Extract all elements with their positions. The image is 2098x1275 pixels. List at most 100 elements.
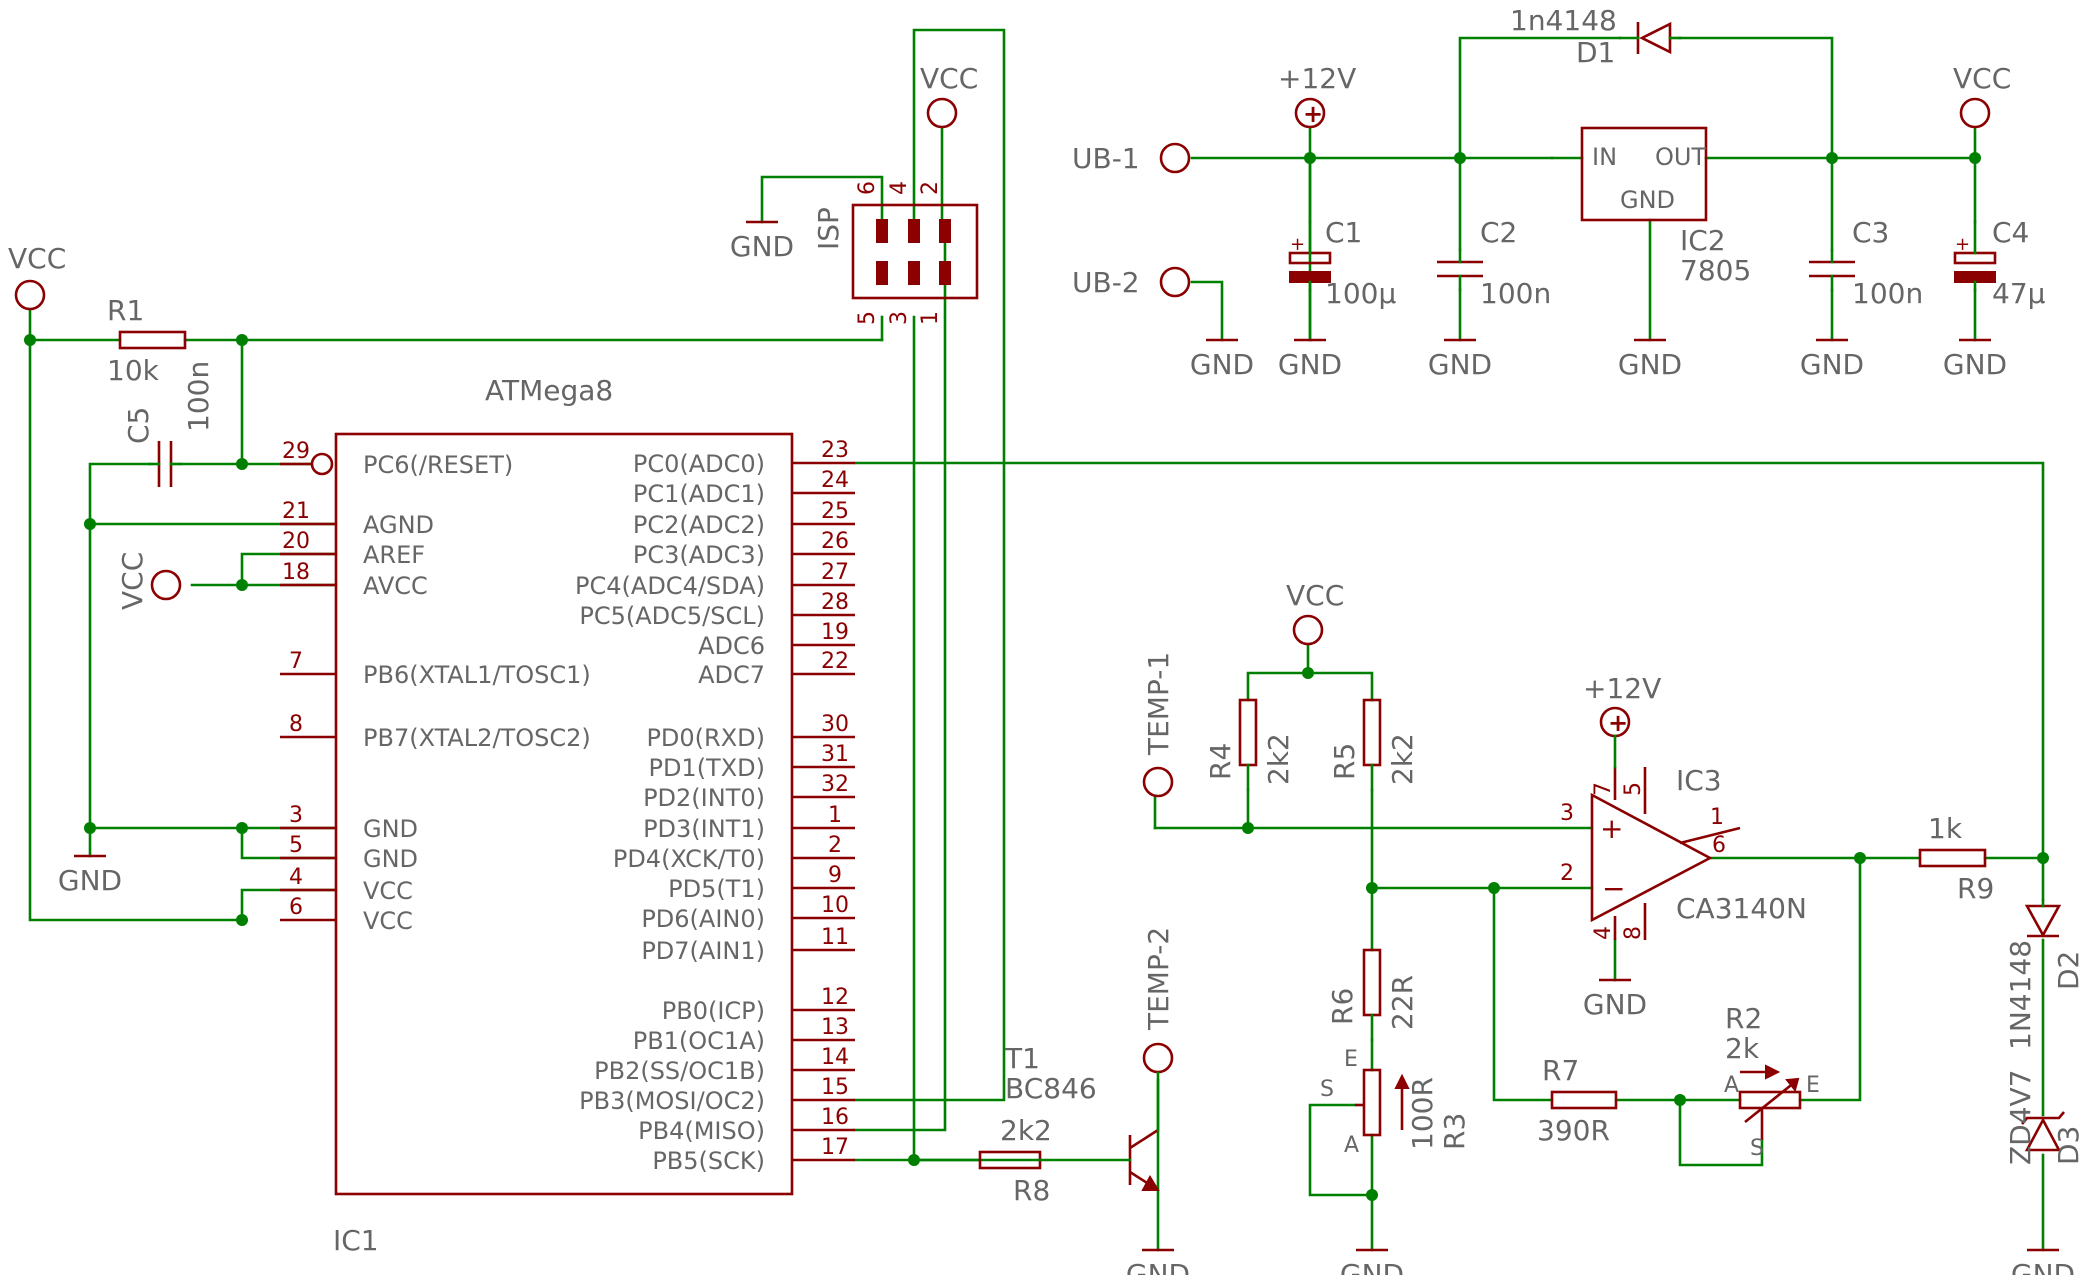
ic3-pin-2: 2 bbox=[1560, 861, 1574, 886]
gnd-label: GND bbox=[1583, 988, 1647, 1021]
ic1-pin-number: 30 bbox=[821, 712, 849, 737]
ic3-pin-5: 5 bbox=[1621, 782, 1646, 796]
ic1-pin-name: PC1(ADC1) bbox=[633, 480, 765, 508]
isp-pin-4: 4 bbox=[887, 181, 912, 195]
gnd-label: GND bbox=[1340, 1258, 1404, 1275]
r6: R6 22R bbox=[1326, 948, 1419, 1042]
d3-name: D3 bbox=[2052, 1126, 2085, 1165]
ic1-pin-number: 13 bbox=[821, 1015, 849, 1040]
gnd-label: GND bbox=[58, 864, 122, 897]
ic1-pin-name: PC6(/RESET) bbox=[363, 451, 513, 479]
ic1-pin-name: PB5(SCK) bbox=[652, 1147, 765, 1175]
ub2-label: UB-2 bbox=[1072, 266, 1140, 299]
ic1-pin-name: PB3(MOSI/OC2) bbox=[579, 1087, 765, 1115]
ic1-name: IC1 bbox=[333, 1224, 379, 1257]
plus-mark-icon: + bbox=[1955, 234, 1970, 255]
plus-sign-icon: + bbox=[1608, 709, 1628, 737]
ub1-pad bbox=[1159, 142, 1191, 174]
ic1-pin-number: 11 bbox=[821, 925, 849, 950]
ic1-pin-number: 29 bbox=[282, 439, 310, 464]
r3-trimmer: S E A 100R R3 bbox=[1320, 1047, 1471, 1158]
c5: C5 100n bbox=[122, 361, 215, 487]
ic1-pin-number: 27 bbox=[821, 560, 849, 585]
c3: C3 100n bbox=[1809, 216, 1923, 310]
r2-value: 2k bbox=[1725, 1032, 1760, 1065]
ic1-pin-number: 4 bbox=[289, 865, 303, 890]
ic1-pin-number: 22 bbox=[821, 649, 849, 674]
ic1-pin-number: 16 bbox=[821, 1105, 849, 1130]
d3-zener: ZD4V7 D3 bbox=[2004, 1069, 2085, 1165]
ic1-pin-name: PC2(ADC2) bbox=[633, 511, 765, 539]
gnd-symbol: GND bbox=[730, 220, 794, 263]
ic1-pin-name: VCC bbox=[363, 907, 413, 935]
r6-name: R6 bbox=[1326, 988, 1359, 1025]
isp-pin-1: 1 bbox=[918, 311, 943, 325]
t1-value: BC846 bbox=[1005, 1072, 1097, 1105]
ic1-pin-name: PD2(INT0) bbox=[643, 784, 765, 812]
d1-value: 1n4148 bbox=[1510, 4, 1617, 37]
vcc-label-reg: VCC bbox=[1953, 62, 2011, 95]
r4: R4 2k2 bbox=[1204, 698, 1295, 792]
ic1-pin-name: PB2(SS/OC1B) bbox=[594, 1057, 765, 1085]
gnd-symbol: GND bbox=[1800, 338, 1864, 381]
r7-value: 390R bbox=[1537, 1114, 1610, 1147]
d1: 1n4148 D1 bbox=[1510, 4, 1682, 69]
r6-value: 22R bbox=[1386, 975, 1419, 1030]
wires bbox=[28, 28, 2045, 1252]
vcc-symbol-reg bbox=[1959, 97, 1991, 129]
ic1-pin-number: 12 bbox=[821, 985, 849, 1010]
ic1-pin-number: 10 bbox=[821, 893, 849, 918]
ic1-pin-number: 24 bbox=[821, 468, 849, 493]
r5-name: R5 bbox=[1328, 743, 1361, 780]
plus-mark-icon: + bbox=[1290, 234, 1305, 255]
gnd-label: GND bbox=[1943, 348, 2007, 381]
c1-name: C1 bbox=[1325, 216, 1362, 249]
r1-value: 10k bbox=[107, 354, 160, 387]
ic1-pin-number: 32 bbox=[821, 772, 849, 797]
junctions bbox=[24, 152, 2049, 1201]
ic1-pin-name: AGND bbox=[363, 511, 434, 539]
isp-pin-5: 5 bbox=[855, 311, 880, 325]
ic1-pin-name: ADC6 bbox=[698, 632, 765, 660]
vcc-label-avcc: VCC bbox=[116, 552, 149, 610]
r9-name: R9 bbox=[1957, 872, 1994, 905]
ic1-pin-name: PB4(MISO) bbox=[638, 1117, 765, 1145]
ic2-pin-gnd: GND bbox=[1620, 186, 1675, 214]
ic1-pin-number: 5 bbox=[289, 833, 303, 858]
gnd-symbol: GND bbox=[1190, 338, 1254, 381]
vcc-label-isp: VCC bbox=[920, 62, 978, 95]
vcc-symbol-analog bbox=[1292, 614, 1324, 646]
inverting-input-icon: − bbox=[1602, 872, 1625, 905]
vcc-symbol-avcc bbox=[150, 569, 182, 601]
ic1-pin-name: PC4(ADC4/SDA) bbox=[575, 572, 765, 600]
ic2-7805: IN OUT GND IC2 7805 bbox=[1580, 126, 1751, 287]
r2-trimmer: A E S R2 2k bbox=[1724, 1002, 1820, 1161]
c5-value: 100n bbox=[182, 361, 215, 432]
t1-name: T1 bbox=[1004, 1042, 1040, 1075]
reset-pin-bubble bbox=[310, 452, 334, 476]
gnd-label: GND bbox=[1126, 1258, 1190, 1275]
temp2-label: TEMP-2 bbox=[1142, 927, 1175, 1031]
c4: + C4 47µ bbox=[1953, 216, 2046, 310]
c1-value: 100µ bbox=[1325, 277, 1396, 310]
ic1-pin-name: PD5(T1) bbox=[668, 875, 765, 903]
ic1-pin-name: PB0(ICP) bbox=[662, 997, 765, 1025]
connectors: UB-1 UB-2 TEMP-1 TEMP-2 bbox=[1072, 142, 1191, 1074]
ic3-pin-1: 1 bbox=[1710, 805, 1724, 830]
temp1-label: TEMP-1 bbox=[1142, 652, 1175, 756]
ub2-pad bbox=[1159, 266, 1191, 298]
ic1-pin-name: PD0(RXD) bbox=[646, 724, 765, 752]
vcc-label-analog: VCC bbox=[1286, 579, 1344, 612]
ic1-pin-name: PB6(XTAL1/TOSC1) bbox=[363, 661, 591, 689]
t1-transistor: T1 BC846 bbox=[1004, 1042, 1160, 1192]
isp-connector: ISP 6 4 2 5 3 1 bbox=[812, 181, 979, 325]
plus12v-label-opamp: +12V bbox=[1583, 672, 1661, 705]
ic1-pin-number: 3 bbox=[289, 803, 303, 828]
isp-pin-3: 3 bbox=[887, 311, 912, 325]
ic1-pin-number: 26 bbox=[821, 529, 849, 554]
ic3-value: CA3140N bbox=[1676, 892, 1807, 925]
ic1-pin-name: PD6(AIN0) bbox=[641, 905, 765, 933]
